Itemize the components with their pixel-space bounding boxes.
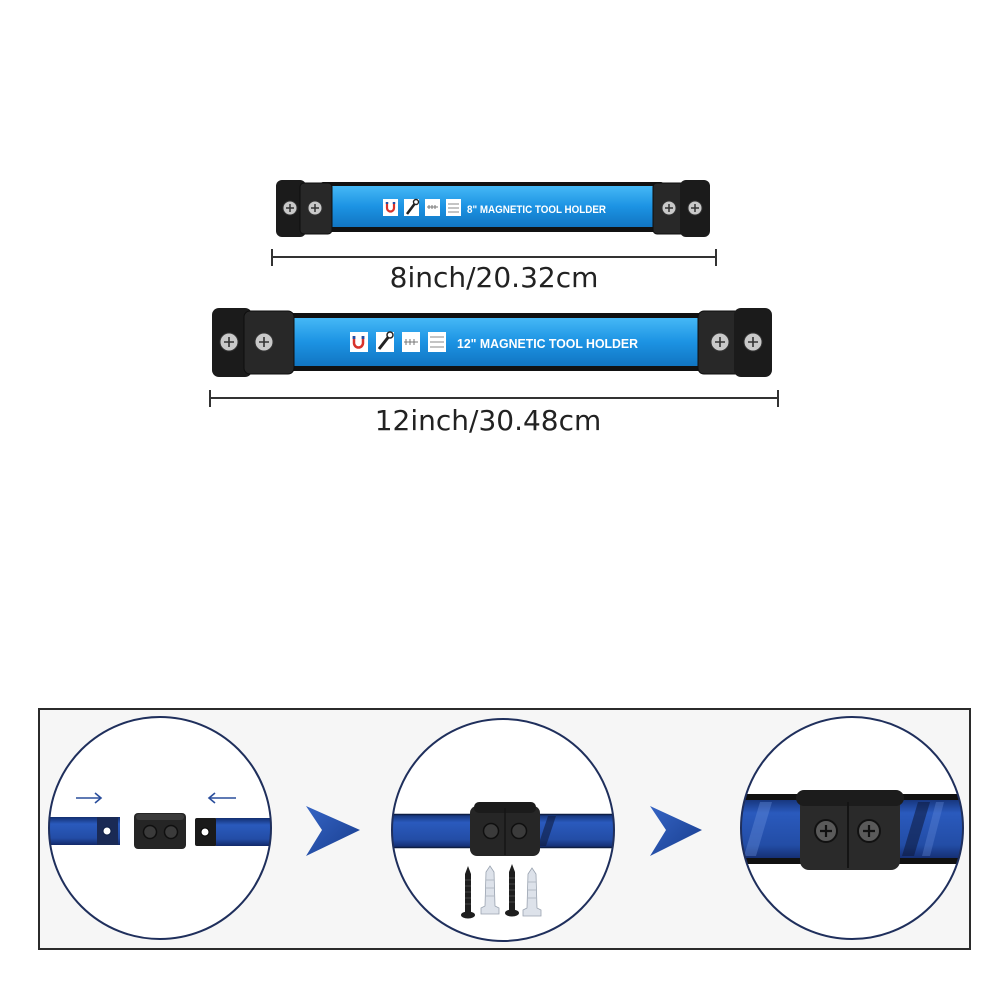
mounting-clip — [134, 813, 186, 849]
wrench-icon — [404, 198, 420, 216]
wall-anchor-icon — [480, 865, 500, 915]
screw-icon — [743, 332, 763, 352]
screw-icon — [461, 866, 475, 919]
gauge-icon — [428, 332, 446, 352]
screw-hole — [482, 822, 500, 840]
holder-12in: 12" MAGNETIC TOOL HOLDER — [212, 308, 772, 377]
magnet-icon — [350, 332, 368, 352]
installation-panel — [38, 708, 971, 950]
holder-label-panel — [326, 186, 658, 227]
dimension-label-8in: 8inch/20.32cm — [390, 261, 599, 294]
end-cap-right — [652, 180, 710, 237]
screw-hole — [142, 824, 158, 840]
wrench-icon — [376, 331, 394, 352]
wall-anchor-icon — [522, 867, 542, 917]
mounting-hole — [200, 827, 210, 837]
step-circle-outline — [740, 716, 964, 940]
screw-icon — [219, 332, 239, 352]
screw-icon — [307, 200, 323, 216]
ruler-icon — [425, 199, 440, 216]
end-cap-left — [212, 308, 295, 377]
mounting-clip — [470, 802, 540, 856]
step-1-circle — [48, 716, 272, 940]
end-cap-right — [697, 308, 772, 377]
screw-hole — [510, 822, 528, 840]
screw-icon — [814, 819, 838, 843]
step-circle-outline — [391, 718, 615, 942]
screw-icon — [687, 200, 703, 216]
magnet-icon — [383, 199, 398, 216]
mounting-hole — [102, 826, 112, 836]
label-icons — [350, 331, 446, 352]
arrow-right-icon — [76, 792, 103, 804]
holder-8in: 8" MAGNETIC TOOL HOLDER — [276, 180, 710, 237]
right-strip — [195, 818, 271, 846]
step-circle-outline — [48, 716, 272, 940]
step-2-circle — [391, 718, 615, 942]
screw-icon — [857, 819, 881, 843]
label-icons — [383, 198, 461, 216]
ruler-icon — [402, 332, 420, 352]
screw-hole — [163, 824, 179, 840]
holder-label-8in: 8" MAGNETIC TOOL HOLDER — [467, 204, 606, 216]
screw-icon — [710, 332, 730, 352]
dimension-label-12in: 12inch/30.48cm — [375, 404, 602, 437]
end-cap-left — [276, 180, 333, 237]
screw-icon — [661, 200, 677, 216]
mounting-clip — [796, 790, 904, 870]
step-3-circle — [740, 716, 964, 940]
chevron-right-icon — [650, 806, 702, 856]
holder-label-12in: 12" MAGNETIC TOOL HOLDER — [457, 337, 638, 351]
screw-icon — [282, 200, 298, 216]
arrow-left-icon — [207, 792, 236, 804]
gauge-icon — [446, 199, 461, 216]
dimension-line-12in — [209, 390, 779, 407]
screw-icon — [254, 332, 274, 352]
screw-icon — [505, 864, 519, 917]
dimension-line-8in — [271, 249, 717, 266]
chevron-right-icon — [306, 806, 360, 856]
left-strip — [49, 817, 120, 845]
